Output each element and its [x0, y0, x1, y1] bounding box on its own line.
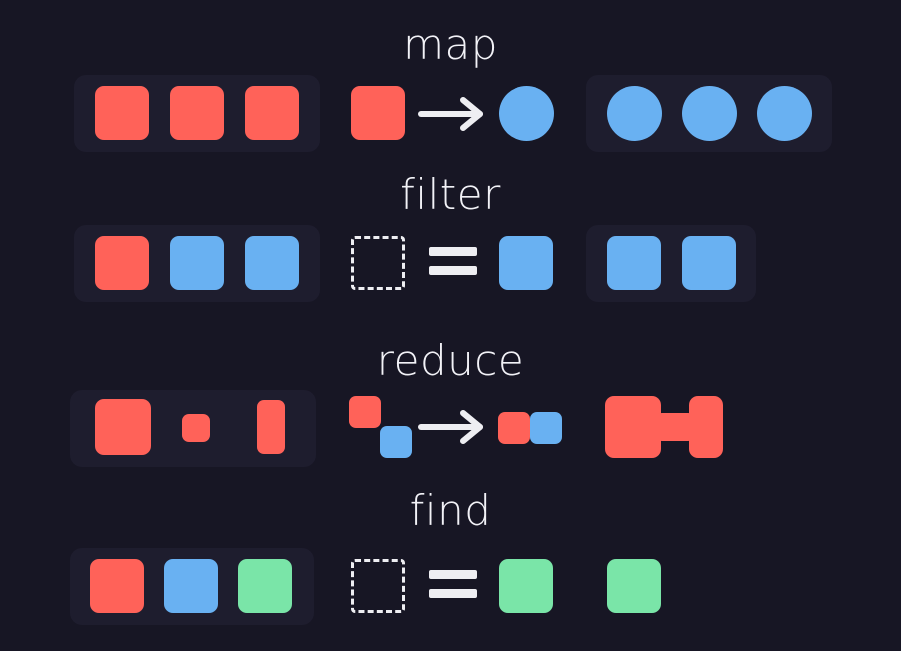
row-title-reduce: reduce	[376, 336, 525, 385]
reduce-output-part-right	[689, 396, 723, 458]
filter-equals-icon	[429, 247, 477, 279]
reduce-input-item-2	[257, 400, 285, 454]
equals-bar-top	[429, 570, 477, 579]
row-filter: filter	[0, 170, 901, 320]
reduce-output-part-left	[605, 396, 661, 458]
map-input-item-2	[245, 86, 299, 140]
filter-output-item-1	[682, 236, 736, 290]
row-map: map	[0, 0, 901, 170]
filter-predicate-match	[499, 236, 553, 290]
map-output-item-2	[757, 86, 812, 141]
map-input-item-1	[170, 86, 224, 140]
find-input-item-2	[238, 559, 292, 613]
map-arrow-icon	[418, 96, 488, 132]
equals-bar-bottom	[429, 589, 477, 598]
filter-output-item-0	[607, 236, 661, 290]
find-output-item-0	[607, 559, 661, 613]
equals-bar-top	[429, 247, 477, 256]
map-output-item-1	[682, 86, 737, 141]
map-input-item-0	[95, 86, 149, 140]
find-input-item-0	[90, 559, 144, 613]
reduce-operation-to-b	[530, 412, 562, 444]
map-operation-from	[351, 86, 405, 140]
reduce-arrow-icon	[418, 409, 488, 445]
find-equals-icon	[429, 570, 477, 602]
filter-predicate-placeholder-icon	[351, 236, 405, 290]
map-output-item-0	[607, 86, 662, 141]
reduce-operation-from-a	[349, 396, 381, 428]
find-predicate-placeholder-icon	[351, 559, 405, 613]
reduce-input-item-1	[182, 414, 210, 442]
reduce-input-item-0	[95, 399, 151, 455]
reduce-output-merged-block	[605, 396, 723, 458]
find-input-item-1	[164, 559, 218, 613]
filter-input-item-2	[245, 236, 299, 290]
row-title-filter: filter	[400, 170, 501, 219]
row-title-find: find	[409, 486, 492, 535]
row-reduce: reduce	[0, 320, 901, 480]
reduce-output-part-middle	[655, 413, 695, 441]
equals-bar-bottom	[429, 266, 477, 275]
find-predicate-match	[499, 559, 553, 613]
row-find: find	[0, 480, 901, 651]
row-title-map: map	[403, 20, 498, 69]
filter-input-item-0	[95, 236, 149, 290]
map-operation-to	[499, 86, 554, 141]
reduce-operation-from-b	[380, 426, 412, 458]
filter-input-item-1	[170, 236, 224, 290]
reduce-operation-to-a	[498, 412, 530, 444]
